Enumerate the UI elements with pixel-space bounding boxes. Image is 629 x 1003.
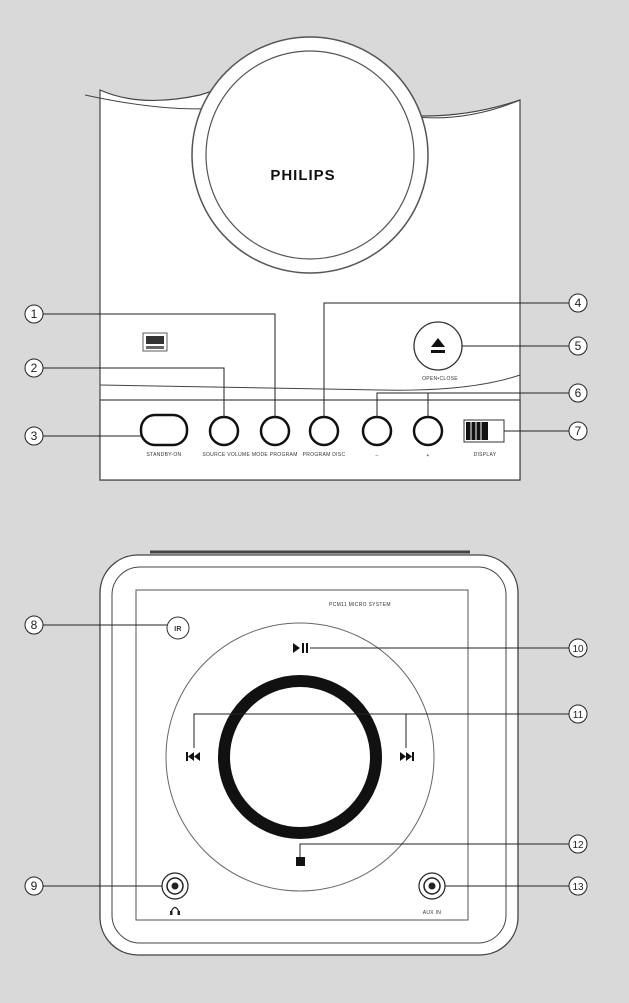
svg-text:5: 5	[575, 339, 582, 353]
callout-1: 1	[24, 304, 44, 324]
svg-text:8: 8	[31, 618, 38, 632]
callout-4: 4	[568, 293, 588, 313]
mode-button[interactable]	[259, 415, 291, 447]
svg-text:6: 6	[575, 386, 582, 400]
callout-13: 13	[568, 876, 588, 896]
top-unit: PHILIPS OPEN•CLOSE STANDBY-ON S	[84, 36, 521, 481]
volume-down-button[interactable]	[361, 415, 393, 447]
display-label: DISPLAY	[474, 452, 497, 458]
play-pause-icon	[293, 643, 308, 653]
svg-text:4: 4	[575, 296, 582, 310]
svg-text:3: 3	[31, 429, 38, 443]
compact-disc-logo	[142, 332, 168, 352]
play-pause-button[interactable]	[293, 643, 308, 653]
eject-icon	[431, 338, 445, 353]
aux-in-jack[interactable]	[418, 872, 446, 900]
svg-text:13: 13	[572, 882, 584, 893]
stop-button[interactable]	[296, 857, 305, 866]
svg-text:7: 7	[575, 424, 582, 438]
svg-text:1: 1	[31, 307, 38, 321]
source-button[interactable]	[208, 415, 240, 447]
callout-3: 3	[24, 426, 44, 446]
callouts: 1 2 3 4 5 6 7 8 9 10 11 12 13	[24, 293, 588, 896]
headphones-icon	[170, 906, 180, 915]
display-slider[interactable]	[463, 419, 505, 443]
callout-10: 10	[568, 638, 588, 658]
program-disc-label: PROGRAM DISC	[303, 452, 346, 458]
model-label: PCM11 MICRO SYSTEM	[329, 602, 391, 608]
next-button[interactable]	[400, 752, 414, 761]
previous-button[interactable]	[186, 752, 200, 761]
callout-5: 5	[568, 336, 588, 356]
volume-ring[interactable]	[218, 675, 382, 839]
bottom-unit: PCM11 MICRO SYSTEM IR	[99, 550, 519, 956]
svg-text:12: 12	[572, 840, 584, 851]
leader-lines	[43, 302, 569, 887]
callout-12: 12	[568, 834, 588, 854]
next-track-icon	[400, 752, 414, 761]
open-close-label: OPEN•CLOSE	[422, 376, 458, 382]
svg-text:9: 9	[31, 879, 38, 893]
source-row-label: SOURCE VOLUME MODE PROGRAM	[202, 452, 297, 458]
ir-sensor	[166, 616, 190, 640]
open-close-button[interactable]	[413, 321, 463, 371]
volume-up-button[interactable]	[412, 415, 444, 447]
callout-6: 6	[568, 383, 588, 403]
callout-11: 11	[568, 704, 588, 724]
standby-on-label: STANDBY-ON	[147, 452, 182, 458]
cd-lid-inner	[205, 50, 415, 260]
callout-9: 9	[24, 876, 44, 896]
ir-label: IR	[174, 626, 182, 633]
headphone-jack[interactable]	[161, 872, 189, 900]
aux-in-label: AUX IN	[423, 910, 442, 916]
front-panel	[135, 589, 469, 921]
program-button[interactable]	[308, 415, 340, 447]
svg-text:10: 10	[572, 644, 584, 655]
callout-8: 8	[24, 615, 44, 635]
svg-text:11: 11	[573, 710, 584, 721]
svg-text:2: 2	[31, 361, 38, 375]
stop-icon	[296, 857, 305, 866]
plus-label: +	[426, 453, 429, 459]
standby-on-button[interactable]	[139, 413, 189, 447]
callout-2: 2	[24, 358, 44, 378]
previous-track-icon	[186, 752, 200, 761]
minus-label: –	[375, 453, 378, 459]
callout-7: 7	[568, 421, 588, 441]
brand-logo: PHILIPS	[270, 167, 335, 184]
